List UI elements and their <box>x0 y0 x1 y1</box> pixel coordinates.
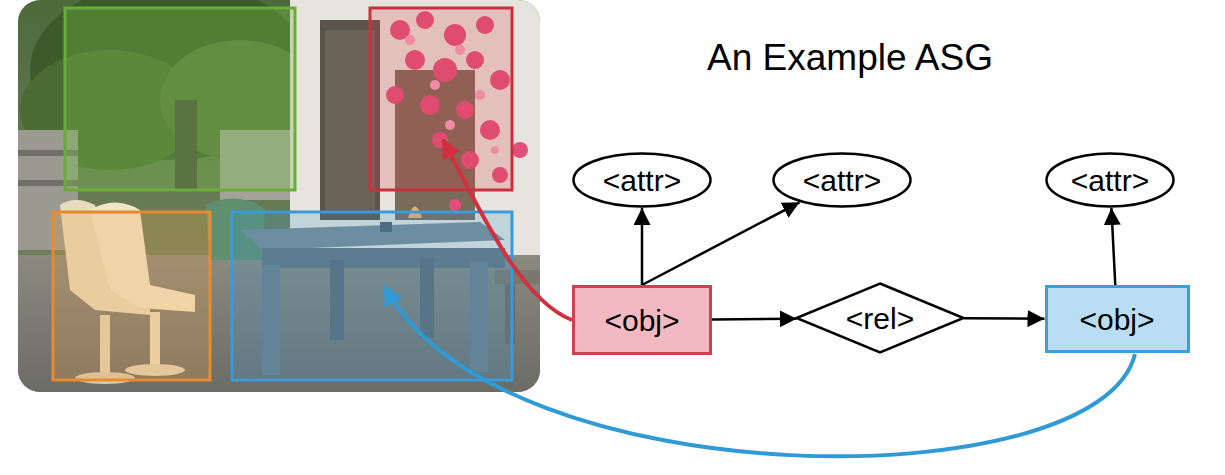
node-label: <attr> <box>803 164 881 197</box>
node-label: <rel> <box>846 302 914 335</box>
node-label: <attr> <box>1071 164 1149 197</box>
relation-diamond: <rel> <box>795 282 965 354</box>
diagram-title: An Example ASG <box>707 38 993 79</box>
attribute-ellipse: <attr> <box>572 152 712 208</box>
graph-edge <box>964 317 1044 320</box>
object-box: <obj> <box>572 285 712 355</box>
photo-content <box>18 0 540 392</box>
grounding-arrow <box>385 287 1135 456</box>
attribute-ellipse: <attr> <box>772 152 912 208</box>
graph-edge <box>642 202 800 285</box>
object-box: <obj> <box>1045 285 1190 353</box>
attribute-ellipse: <attr> <box>1045 152 1175 208</box>
graph-edge <box>712 317 797 320</box>
graph-edge <box>641 208 644 285</box>
node-label: <obj> <box>604 304 679 337</box>
graph-edge <box>1111 208 1115 285</box>
grounding-arrow <box>443 140 572 320</box>
node-label: <obj> <box>1079 303 1154 336</box>
node-label: <attr> <box>603 164 681 197</box>
